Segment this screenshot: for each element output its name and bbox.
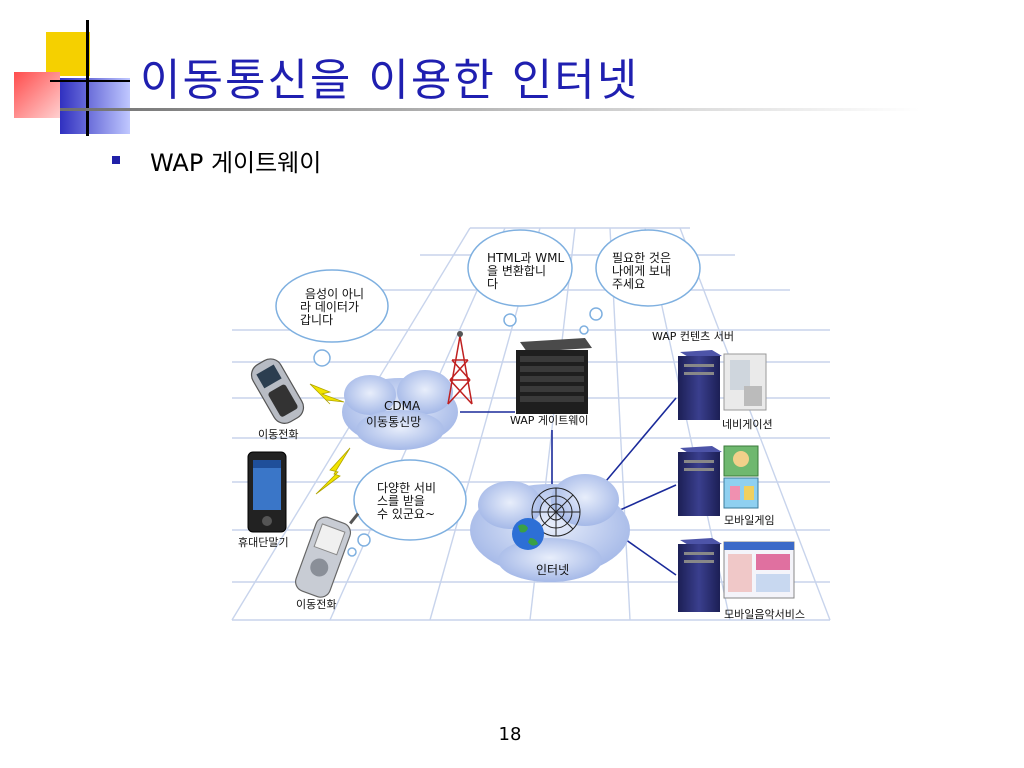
- lightning-icon: [309, 383, 351, 495]
- bubble-voice-line1: 음성이 아니: [305, 287, 364, 301]
- cdma-label: CDMA: [384, 399, 421, 413]
- bullet-text: WAP 게이트웨이: [150, 149, 322, 177]
- bubble-request-line3: 주세요: [612, 277, 645, 291]
- pda-label: 휴대단말기: [238, 536, 289, 549]
- bubble-convert-line1: HTML과 WML: [487, 251, 564, 265]
- web-icon: [531, 487, 581, 537]
- mobile-phone-icon-2: [294, 512, 360, 598]
- internet-cloud: 인터넷: [470, 474, 630, 582]
- thought-bubble-voice: 음성이 아니 라 데이터가 갑니다: [275, 269, 389, 367]
- globe-icon: [512, 518, 544, 550]
- pda-icon: [247, 451, 287, 533]
- bubble-request-line1: 필요한 것은: [612, 251, 671, 265]
- music-label: 모바일음악서비스: [724, 607, 805, 621]
- internet-label: 인터넷: [536, 563, 569, 577]
- music-service-image: [723, 541, 795, 599]
- game-label: 모바일게임: [724, 513, 775, 527]
- thought-bubble-convert: HTML과 WML 을 변환합니 다: [467, 229, 573, 327]
- server-icon-navigation: [678, 350, 722, 420]
- mobile-game-image: [723, 445, 759, 509]
- antenna-tower-icon: [447, 331, 473, 405]
- content-server-label: WAP 컨텐츠 서버: [652, 330, 734, 343]
- gateway-server-icon: [516, 338, 592, 414]
- bubble-voice-line2: 라 데이터가: [300, 300, 359, 314]
- bullet-marker: [112, 156, 120, 164]
- phone2-label: 이동전화: [296, 598, 336, 611]
- phone1-label: 이동전화: [258, 428, 298, 441]
- bubble-voice-line3: 갑니다: [300, 313, 333, 327]
- cdma-network-cloud: CDMA 이동통신망: [342, 370, 458, 450]
- navigation-device-image: [723, 353, 767, 411]
- thought-bubble-services: 다양한 서비 스를 받을 수 있군요~: [347, 459, 467, 557]
- logo-decoration: [0, 0, 150, 140]
- cdma-sub-label: 이동통신망: [366, 415, 421, 429]
- bubble-services-line3: 수 있군요~: [377, 507, 435, 521]
- bubble-services-line2: 스를 받을: [377, 494, 425, 508]
- gateway-label: WAP 게이트웨이: [510, 414, 589, 427]
- bubble-request-line2: 나에게 보내: [612, 264, 671, 278]
- bubble-services-line1: 다양한 서비: [377, 481, 436, 495]
- bubble-convert-line2: 을 변환합니: [487, 264, 546, 278]
- server-icon-game: [678, 446, 722, 516]
- page-number: 18: [498, 724, 522, 745]
- page-title: 이동통신을 이용한 인터넷: [140, 55, 640, 106]
- title-underline: [60, 108, 920, 111]
- navigation-label: 네비게이션: [722, 418, 773, 431]
- server-icon-music: [678, 538, 722, 612]
- mobile-phone-icon: [250, 358, 305, 424]
- thought-bubble-request: 필요한 것은 나에게 보내 주세요: [579, 229, 701, 335]
- bubble-convert-line3: 다: [487, 277, 498, 291]
